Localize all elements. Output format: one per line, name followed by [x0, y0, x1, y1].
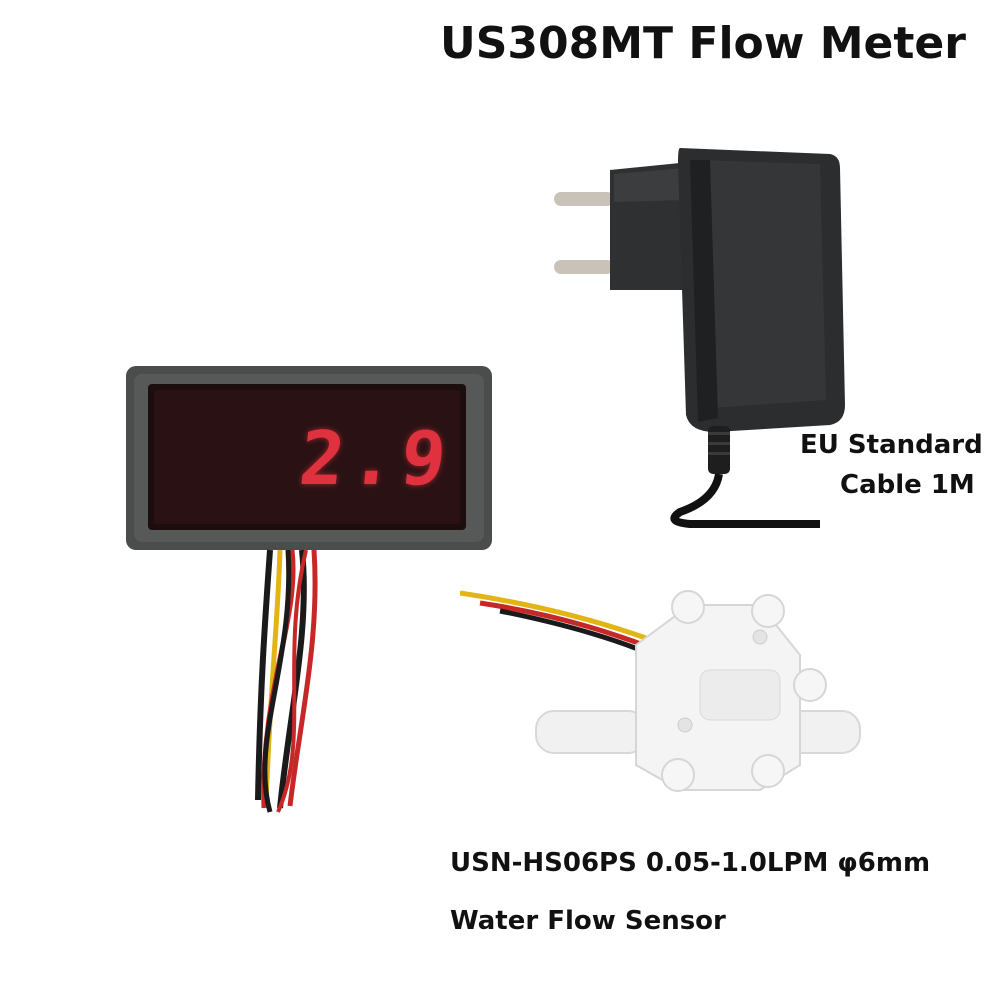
plug-pin-top	[554, 192, 614, 206]
strain-relief	[708, 426, 730, 474]
adapter-cable	[670, 473, 820, 528]
sensor-caption-model: USN-HS06PS 0.05-1.0LPM φ6mm	[450, 848, 931, 878]
flow-meter-display-image	[126, 366, 492, 813]
water-flow-sensor-image	[460, 590, 861, 792]
adapter-caption-cable: Cable 1M	[840, 470, 975, 500]
inlet-pipe	[535, 710, 647, 754]
page-title: US308MT Flow Meter	[440, 18, 966, 69]
adapter-caption-standard: EU Standard	[800, 430, 983, 460]
plug-pin-bottom	[554, 260, 614, 274]
meter-reading: 2.9	[295, 416, 457, 502]
sensor-caption-name: Water Flow Sensor	[450, 906, 726, 936]
power-adapter-image	[554, 148, 845, 528]
